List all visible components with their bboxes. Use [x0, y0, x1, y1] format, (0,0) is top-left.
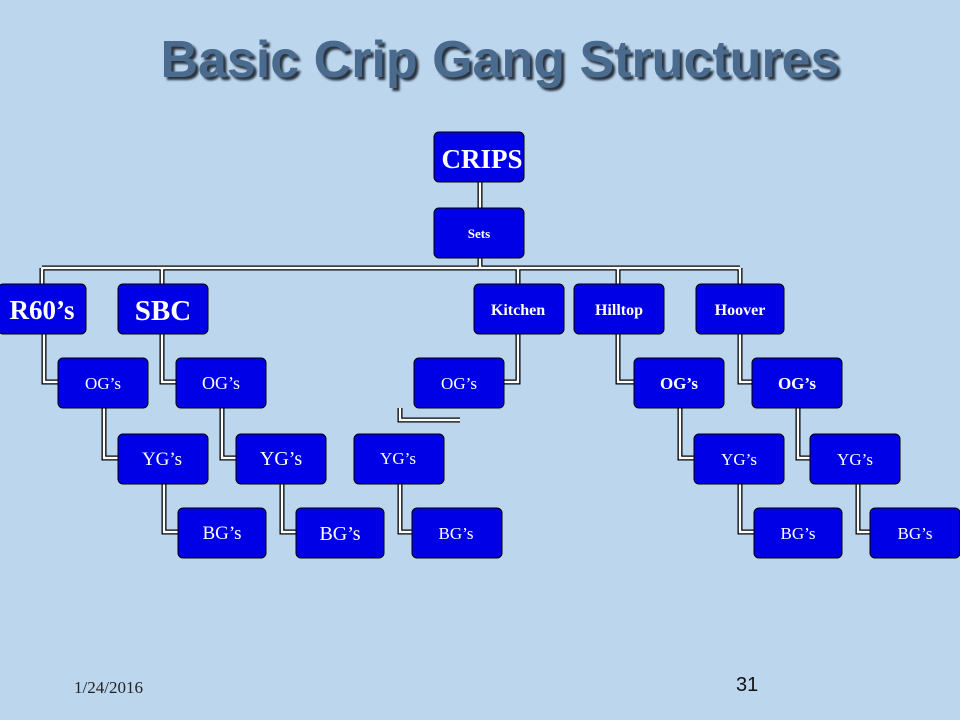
node-set-sbc-label: SBC: [135, 295, 191, 327]
slide-date: 1/24/2016: [74, 678, 143, 697]
node-r60s-bg-label: BG’s: [202, 523, 241, 544]
node-hoover-og: OG’s: [751, 357, 843, 409]
node-set-sbc: SBC: [117, 283, 209, 335]
node-hoover-bg: BG’s: [869, 507, 960, 559]
node-set-r60s-label: R60’s: [10, 295, 75, 325]
node-set-hilltop-label: Hilltop: [595, 302, 643, 319]
node-hoover-yg: YG’s: [809, 433, 901, 485]
node-hilltop-og: OG’s: [633, 357, 725, 409]
node-sets-label: Sets: [468, 226, 490, 241]
node-sets: Sets: [433, 207, 525, 259]
node-sbc-bg-label: BG’s: [319, 523, 360, 545]
node-set-hoover: Hoover: [695, 283, 785, 335]
node-hilltop-bg-label: BG’s: [781, 524, 816, 543]
node-set-r60s: R60’s: [0, 283, 87, 335]
node-sbc-yg-label: YG’s: [260, 448, 302, 470]
connectors: [39, 182, 872, 535]
node-r60s-og: OG’s: [57, 357, 149, 409]
node-hoover-og-label: OG’s: [778, 374, 816, 393]
node-hoover-yg-label: YG’s: [837, 450, 873, 469]
node-kitchen-og: OG’s: [413, 357, 505, 409]
node-set-kitchen-label: Kitchen: [491, 302, 545, 319]
node-sbc-og-label: OG’s: [202, 373, 240, 393]
node-hilltop-og-label: OG’s: [660, 374, 698, 393]
node-hoover-bg-label: BG’s: [898, 524, 933, 543]
node-sbc-og: OG’s: [175, 357, 267, 409]
node-kitchen-yg-label: YG’s: [380, 449, 416, 468]
node-sbc-bg: BG’s: [295, 507, 385, 559]
node-hilltop-bg: BG’s: [753, 507, 843, 559]
node-r60s-yg-label: YG’s: [142, 449, 182, 470]
node-hilltop-yg-label: YG’s: [721, 450, 757, 469]
node-set-hilltop: Hilltop: [573, 283, 665, 335]
slide-page-number: 31: [736, 674, 759, 696]
node-set-hoover-label: Hoover: [715, 302, 766, 319]
node-set-kitchen: Kitchen: [473, 283, 565, 335]
node-r60s-og-label: OG’s: [85, 374, 121, 393]
node-r60s-bg: BG’s: [177, 507, 267, 559]
node-crips-label: CRIPS: [441, 144, 522, 174]
node-kitchen-bg-label: BG’s: [439, 524, 474, 543]
node-crips: CRIPS: [433, 131, 525, 183]
node-kitchen-yg: YG’s: [353, 433, 445, 485]
node-sbc-yg: YG’s: [235, 433, 327, 485]
slide-title: Basic Crip Gang Structures: [160, 31, 840, 89]
node-hilltop-yg: YG’s: [693, 433, 785, 485]
node-r60s-yg: YG’s: [117, 433, 209, 485]
node-kitchen-bg: BG’s: [411, 507, 503, 559]
node-kitchen-og-label: OG’s: [441, 374, 477, 393]
